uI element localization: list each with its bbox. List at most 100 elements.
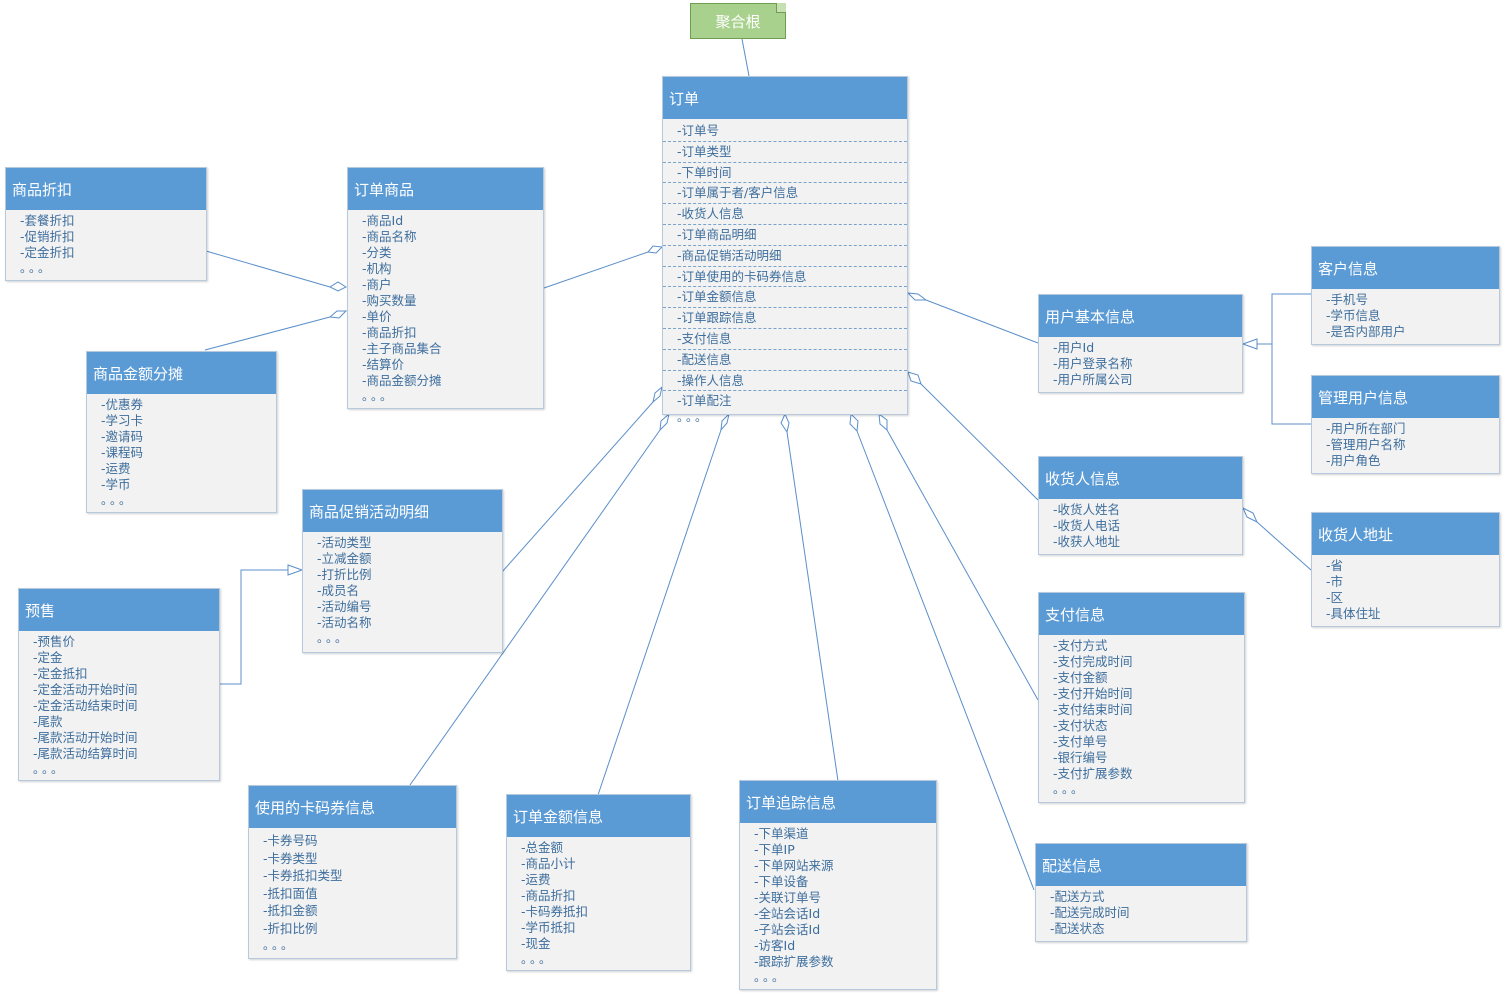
attribute: -学习卡 <box>101 413 144 428</box>
class-order-goods[interactable]: 订单商品 -商品Id -商品名称 -分类 -机构 -商户 -购买数量 -单价 -… <box>347 167 544 409</box>
attribute: -是否内部用户 <box>1326 324 1406 339</box>
class-attributes: -省 -市 -区 -具体住址 <box>1312 555 1499 622</box>
attribute: -用户Id <box>1053 340 1095 355</box>
aggregation-diamond <box>328 310 348 319</box>
class-title: 预售 <box>25 601 56 620</box>
class-title: 商品折扣 <box>12 180 73 199</box>
class-consignee-info[interactable]: 收货人信息 -收货人姓名 -收货人电话 -收获人地址 <box>1038 456 1243 555</box>
assoc-payment-info <box>886 429 1039 701</box>
attribute: -学币信息 <box>1326 308 1381 323</box>
class-delivery-info[interactable]: 配送信息 -配送方式 -配送完成时间 -配送状态 <box>1035 843 1247 942</box>
class-title: 收货人地址 <box>1318 525 1394 544</box>
attribute: -下单网站来源 <box>754 858 834 873</box>
class-tracking-info[interactable]: 订单追踪信息 -下单渠道 -下单IP -下单网站来源 -下单设备 -关联订单号 … <box>739 780 937 990</box>
class-amount-info[interactable]: 订单金额信息 -总金额 -商品小计 -运费 -商品折扣 -卡码券抵扣 -学币抵扣… <box>506 794 691 971</box>
more-ellipsis: 。。。 <box>317 631 351 645</box>
class-goods-discount[interactable]: 商品折扣 -套餐折扣 -促销折扣 -定金折扣 。。。 <box>5 167 207 281</box>
attribute: -学币 <box>101 477 131 492</box>
aggregate-root-note: 聚合根 <box>690 3 786 39</box>
aggregation-diamond <box>720 412 730 432</box>
attribute: -学币抵扣 <box>521 920 576 935</box>
attribute: -访客Id <box>754 938 796 953</box>
attribute: -订单商品明细 <box>663 225 907 246</box>
note-label: 聚合根 <box>715 12 761 31</box>
class-header: 管理用户信息 <box>1312 376 1499 418</box>
class-presale[interactable]: 预售 -预售价 -定金 -定金抵扣 -定金活动开始时间 -定金活动结束时间 -尾… <box>18 588 220 781</box>
class-title: 收货人信息 <box>1045 469 1121 488</box>
attribute: -配送信息 <box>663 350 907 371</box>
aggregation-diamond <box>1241 506 1259 524</box>
more-ellipsis: 。。。 <box>1053 782 1087 796</box>
attribute: -立减金额 <box>317 551 372 566</box>
class-header: 使用的卡码券信息 <box>249 786 456 828</box>
attribute: -单价 <box>362 309 392 324</box>
class-attributes: -卡券号码 -卡券类型 -卡券抵扣类型 -抵扣面值 -抵扣金额 -折扣比例 。。… <box>249 828 456 952</box>
class-header: 支付信息 <box>1039 593 1244 635</box>
class-payment-info[interactable]: 支付信息 -支付方式 -支付完成时间 -支付金额 -支付开始时间 -支付结束时间… <box>1038 592 1245 803</box>
class-attributes: -订单号 -订单类型 -下单时间 -订单属于者/客户信息 -收货人信息 -订单商… <box>663 119 907 424</box>
class-attributes: -支付方式 -支付完成时间 -支付金额 -支付开始时间 -支付结束时间 -支付状… <box>1039 635 1244 796</box>
class-attributes: -下单渠道 -下单IP -下单网站来源 -下单设备 -关联订单号 -全站会话Id… <box>740 823 936 984</box>
attribute: -市 <box>1326 574 1344 589</box>
aggregation-diamond <box>647 245 664 254</box>
attribute: -管理用户名称 <box>1326 437 1406 452</box>
attribute: -订单属于者/客户信息 <box>663 183 907 205</box>
assoc-coupon-info <box>409 429 661 786</box>
attribute: -配送方式 <box>1050 889 1105 904</box>
attribute: -收货人电话 <box>1053 518 1121 533</box>
attribute: -操作人信息 <box>663 371 907 392</box>
attribute: -收获人地址 <box>1053 534 1121 549</box>
class-order[interactable]: 订单 -订单号 -订单类型 -下单时间 -订单属于者/客户信息 -收货人信息 -… <box>662 76 908 424</box>
attribute: -尾款活动开始时间 <box>33 730 138 745</box>
class-header: 商品金额分摊 <box>87 352 276 394</box>
assoc-amount-split <box>204 316 331 351</box>
attribute: -省 <box>1326 558 1344 573</box>
attribute: -总金额 <box>521 840 564 855</box>
aggregation-diamond <box>849 412 859 433</box>
class-consignee-addr[interactable]: 收货人地址 -省 -市 -区 -具体住址 <box>1311 512 1500 627</box>
class-attributes: -手机号 -学币信息 -是否内部用户 <box>1312 289 1499 340</box>
assoc-goods-discount <box>205 250 331 288</box>
attribute: -折扣比例 <box>263 920 318 936</box>
attribute: -预售价 <box>33 634 76 649</box>
class-attributes: -套餐折扣 -促销折扣 -定金折扣 。。。 <box>6 210 206 275</box>
attribute: -订单跟踪信息 <box>663 308 907 329</box>
note-fold-corner <box>776 3 786 13</box>
class-header: 订单商品 <box>348 168 543 210</box>
attribute: -订单号 <box>663 121 907 142</box>
class-customer-info[interactable]: 客户信息 -手机号 -学币信息 -是否内部用户 <box>1311 246 1500 345</box>
attribute: -支付扩展参数 <box>1053 766 1133 781</box>
attribute: -关联订单号 <box>754 890 822 905</box>
attribute: -成员名 <box>317 583 360 598</box>
class-header: 用户基本信息 <box>1039 295 1242 337</box>
attribute: -定金 <box>33 650 63 665</box>
class-admin-info[interactable]: 管理用户信息 -用户所在部门 -管理用户名称 -用户角色 <box>1311 375 1500 474</box>
attribute: -商品折扣 <box>362 325 417 340</box>
attribute: -订单使用的卡码券信息 <box>663 267 907 288</box>
class-title: 管理用户信息 <box>1318 388 1409 407</box>
attribute: -抵扣金额 <box>263 903 318 919</box>
more-ellipsis: 。。。 <box>101 493 135 507</box>
attribute: -促销折扣 <box>20 229 75 244</box>
class-promo-detail[interactable]: 商品促销活动明细 -活动类型 -立减金额 -打折比例 -成员名 -活动编号 -活… <box>302 489 503 653</box>
assoc-order-goods <box>543 251 649 289</box>
class-attributes: -收货人姓名 -收货人电话 -收获人地址 <box>1039 499 1242 550</box>
class-attributes: -总金额 -商品小计 -运费 -商品折扣 -卡码券抵扣 -学币抵扣 -现金 。。… <box>507 837 690 966</box>
class-attributes: -用户所在部门 -管理用户名称 -用户角色 <box>1312 418 1499 469</box>
class-coupon-info[interactable]: 使用的卡码券信息 -卡券号码 -卡券类型 -卡券抵扣类型 -抵扣面值 -抵扣金额… <box>248 785 457 959</box>
aggregation-diamond <box>906 292 928 301</box>
class-user-basic[interactable]: 用户基本信息 -用户Id -用户登录名称 -用户所属公司 <box>1038 294 1243 393</box>
class-attributes: -活动类型 -立减金额 -打折比例 -成员名 -活动编号 -活动名称 。。。 <box>303 532 502 645</box>
attribute: -购买数量 <box>362 293 417 308</box>
class-amount-split[interactable]: 商品金额分摊 -优惠券 -学习卡 -邀请码 -课程码 -运费 -学币 。。。 <box>86 351 277 513</box>
attribute: -商品名称 <box>362 229 417 244</box>
attribute: -商品小计 <box>521 856 576 871</box>
attribute: -手机号 <box>1326 292 1369 307</box>
class-title: 商品金额分摊 <box>93 364 184 383</box>
attribute: -支付单号 <box>1053 734 1108 749</box>
attribute: -支付开始时间 <box>1053 686 1133 701</box>
class-header: 收货人信息 <box>1039 457 1242 499</box>
attribute: -子站会话Id <box>754 922 821 937</box>
more-ellipsis: 。。。 <box>20 261 54 275</box>
